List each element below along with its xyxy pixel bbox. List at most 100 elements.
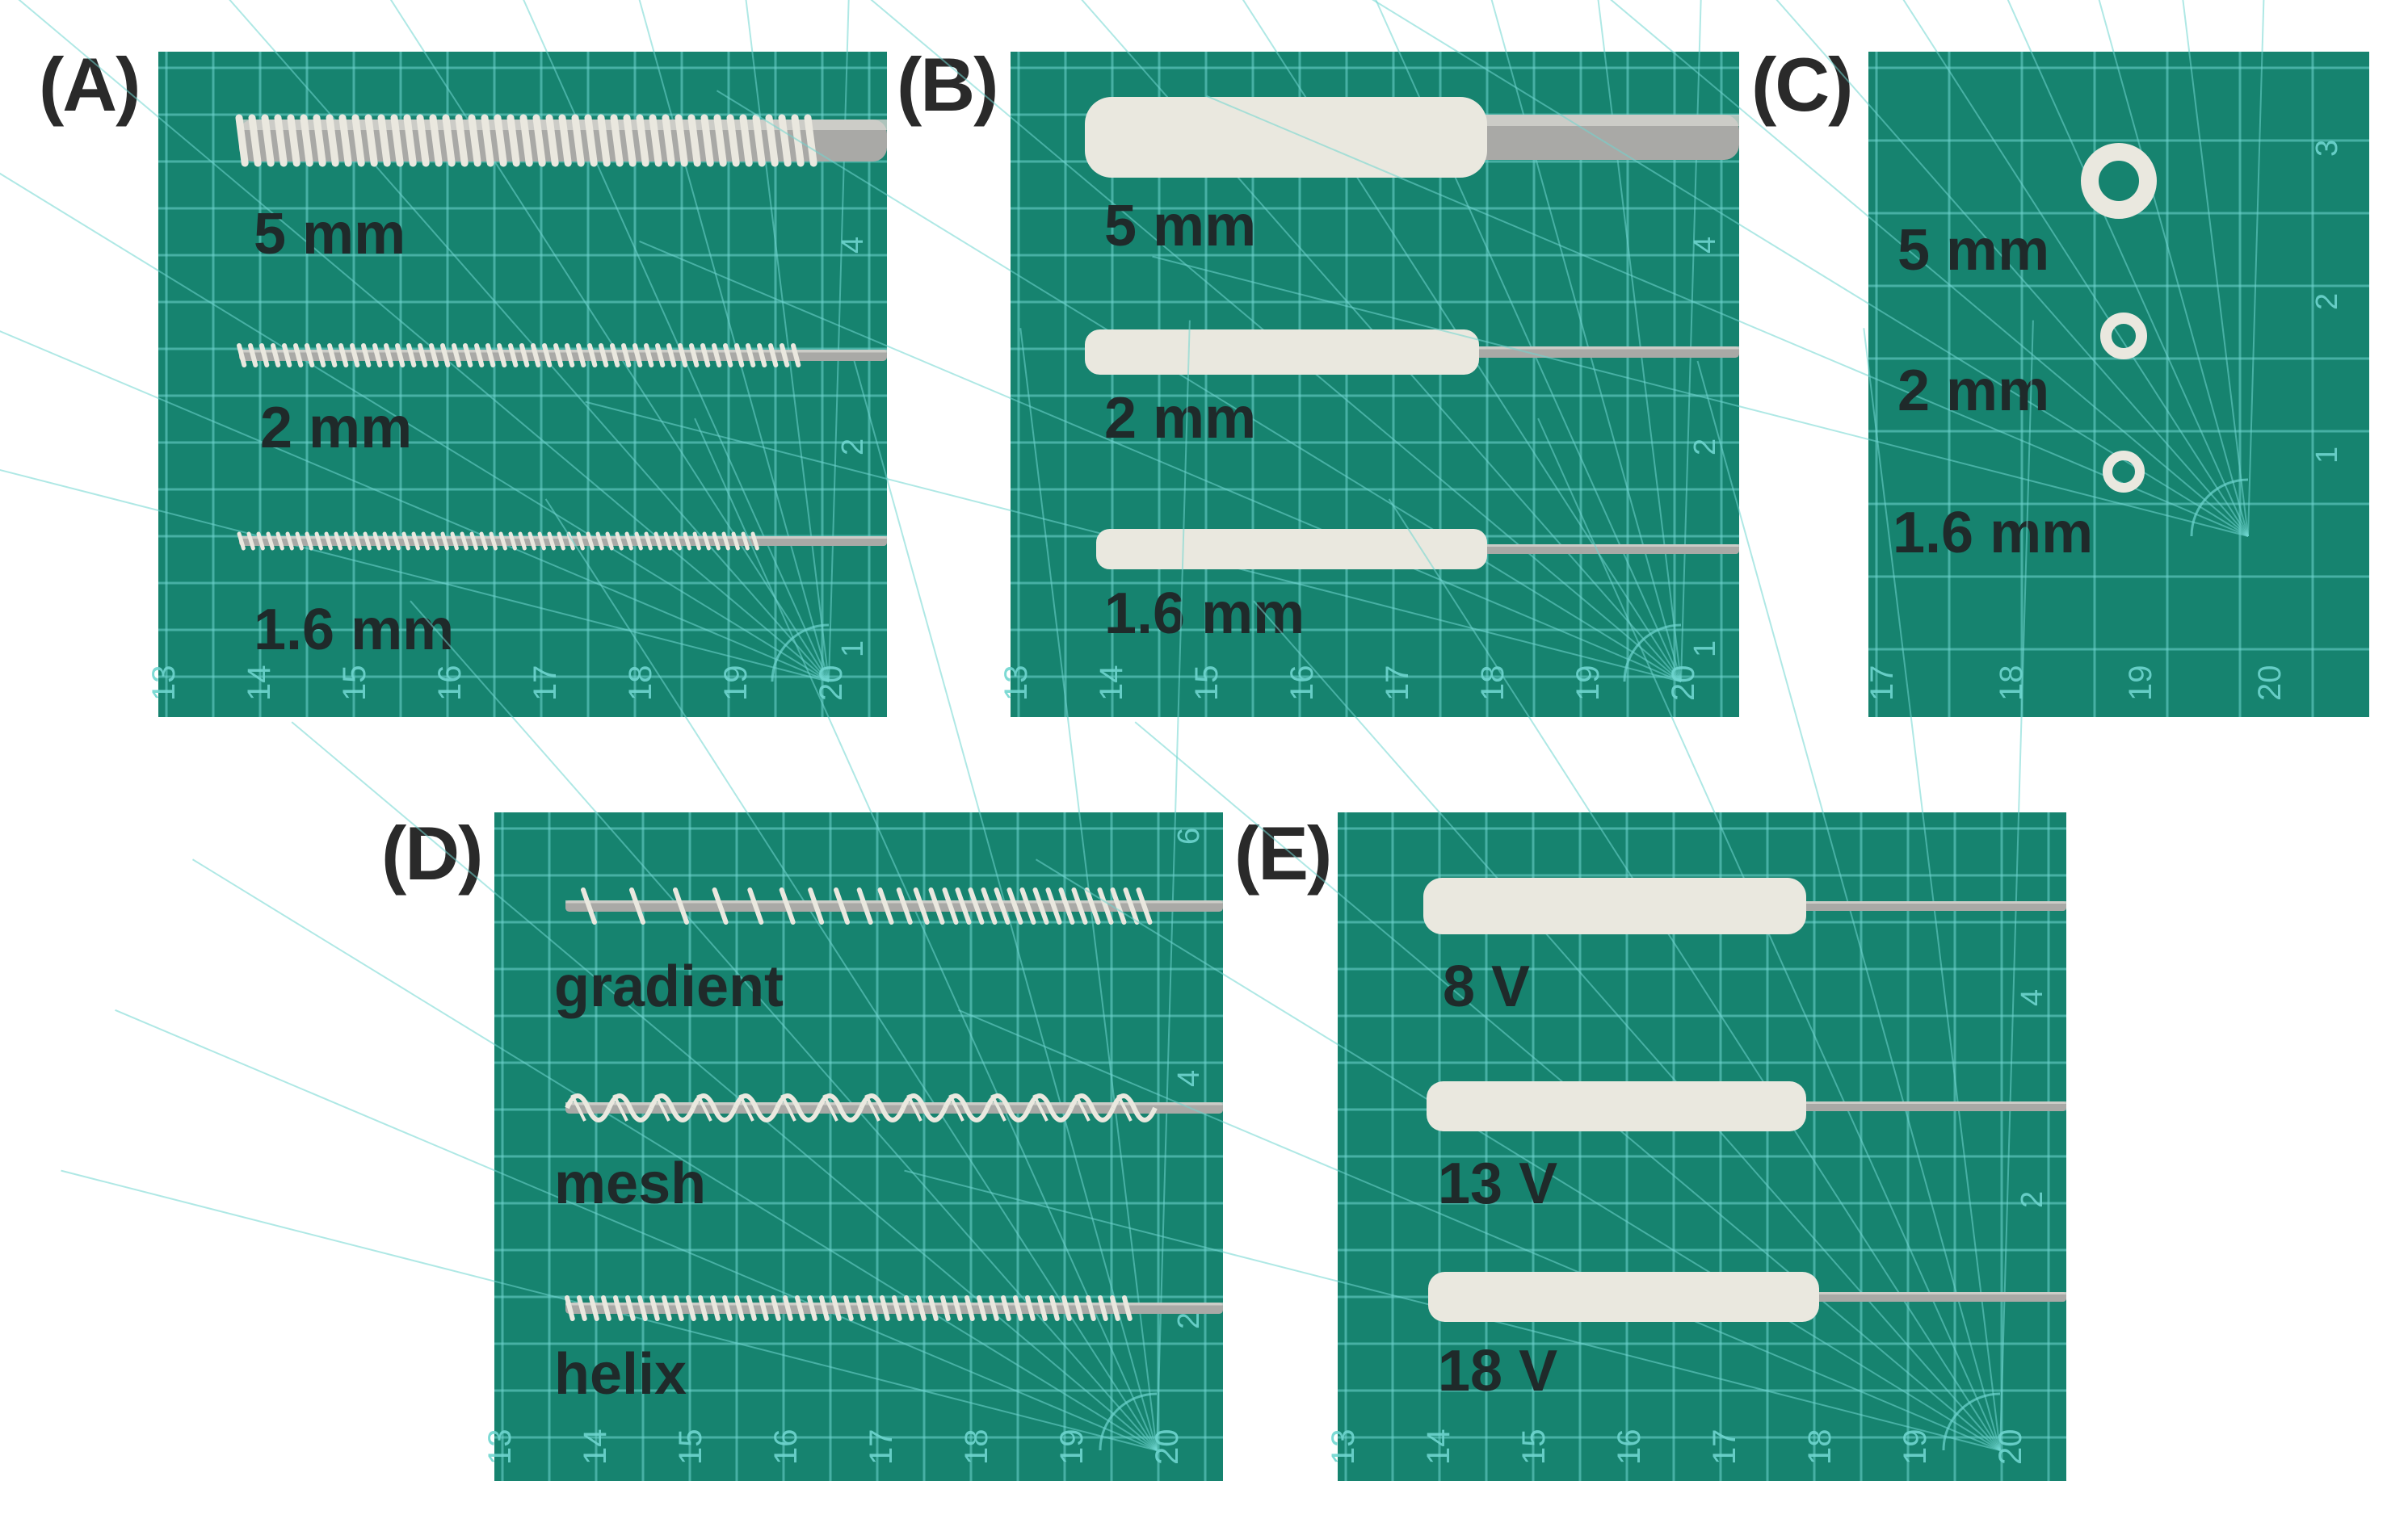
label-1-6mm: 1.6 mm [254, 598, 455, 662]
fiber-turn [605, 531, 614, 551]
ruler-number: 17 [864, 1429, 899, 1466]
fiber-turn [1122, 1295, 1133, 1321]
fiber-turn [1098, 1295, 1108, 1321]
label-13v: 13 V [1438, 1152, 1558, 1216]
fiber-turn [384, 343, 394, 367]
fiber-turn [741, 531, 750, 551]
fiber-turn [722, 1295, 733, 1321]
mesh-fiber [565, 1093, 1158, 1122]
rod-highlight [1463, 115, 1739, 126]
fiber-turn [363, 531, 372, 551]
fiber-turn [721, 531, 730, 551]
ruler-number: 15 [337, 665, 372, 702]
fiber-turn [831, 1295, 842, 1321]
angle-line [1537, 417, 2001, 1451]
fiber-turn [406, 343, 417, 367]
fiber-cross [696, 1094, 712, 1122]
fiber-turn [1045, 887, 1062, 925]
fiber-turn [637, 1295, 648, 1321]
fiber-turn [248, 343, 258, 367]
fiber-turn [418, 343, 428, 367]
fiber-turn [877, 887, 894, 925]
fiber-turn [700, 114, 714, 167]
fiber-turn [734, 343, 745, 367]
fiber-turn [411, 531, 420, 551]
fiber-turn [1074, 1295, 1084, 1321]
ruler-number: 18 [623, 665, 658, 702]
angle-line [870, 0, 1682, 682]
side-number: 2 [2310, 293, 2344, 310]
fiber-turn [674, 1295, 684, 1321]
fiber-cross [780, 1094, 796, 1122]
fiber-turn [469, 531, 478, 551]
fiber-turn [750, 531, 759, 551]
fiber-cross [612, 1094, 628, 1122]
fiber-turn [692, 531, 701, 551]
fiber-turn [274, 114, 288, 167]
side-number: 2 [1688, 438, 1722, 455]
fiber-turn [361, 343, 372, 367]
fiber-turn [542, 343, 553, 367]
fiber-turn [557, 531, 565, 551]
fiber-turn [372, 343, 383, 367]
fiber-turn [506, 114, 520, 167]
fiber-turn [892, 1295, 902, 1321]
fiber-turn [537, 531, 546, 551]
angle-line [716, 90, 1682, 682]
fiber-turn [942, 887, 959, 925]
fiber-turn [416, 114, 430, 167]
fiber-turn [468, 114, 481, 167]
fiber-turn [351, 114, 365, 167]
angle-line [1902, 0, 2249, 537]
fiber-turn [497, 343, 507, 367]
angle-line [1152, 255, 2249, 537]
fiber-turn [531, 343, 541, 367]
side-number: 3 [2310, 140, 2344, 157]
fiber-turn [1110, 1295, 1120, 1321]
fiber-turn [712, 531, 721, 551]
side-number: 4 [2015, 989, 2049, 1006]
fiber-turn [636, 114, 649, 167]
fiber-turn [819, 1295, 830, 1321]
angle-line [1863, 328, 2001, 1451]
fiber-turn [305, 343, 315, 367]
fiber-turn [581, 887, 597, 925]
fiber-turn [485, 343, 496, 367]
fiber-turn [421, 531, 430, 551]
angle-line [1035, 858, 2001, 1451]
fiber-turn [655, 343, 666, 367]
fiber-turn [964, 1295, 975, 1321]
fiber-turn [808, 887, 825, 925]
fiber-turn [463, 343, 473, 367]
ruler-number: 16 [1612, 1429, 1647, 1466]
angle-line [0, 172, 830, 682]
fiber-turn [442, 114, 456, 167]
fiber-turn [599, 343, 609, 367]
ruler-number: 15 [1516, 1429, 1552, 1466]
rod-highlight [1790, 1292, 2066, 1294]
fiber-turn [584, 114, 598, 167]
fiber-turn [955, 887, 972, 925]
fiber-turn [431, 531, 439, 551]
fiber-turn [989, 1295, 999, 1321]
rod-highlight [239, 350, 887, 353]
fiber-turn [916, 1295, 927, 1321]
fiber-turn [401, 531, 410, 551]
helix-fiber [565, 1295, 1133, 1321]
fiber-turn [460, 531, 469, 551]
fiber-turn [795, 1295, 805, 1321]
fiber-cross [654, 1094, 670, 1122]
fiber-turn [364, 114, 378, 167]
tube-8v [1423, 878, 1806, 934]
ruler-number: 15 [673, 1429, 708, 1466]
helix-5mm [235, 114, 817, 167]
ruler-number: 19 [1054, 1429, 1090, 1466]
fiber-turn [928, 1295, 939, 1321]
angle-line [18, 0, 830, 682]
angle-line [229, 0, 830, 682]
fiber-turn [896, 887, 913, 925]
angle-line [694, 417, 1158, 1451]
angle-arc [771, 623, 830, 682]
